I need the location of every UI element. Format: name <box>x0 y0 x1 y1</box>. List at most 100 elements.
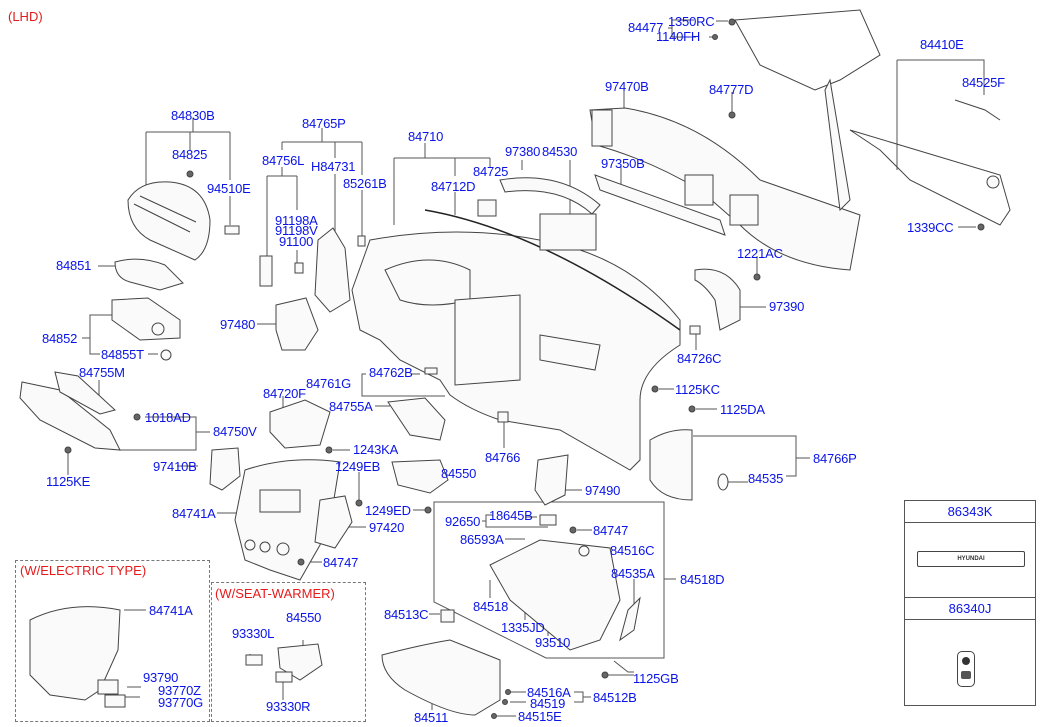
part-label-84750v[interactable]: 84750V <box>213 424 257 439</box>
variant-title-electric: (W/ELECTRIC TYPE) <box>20 563 147 578</box>
part-label-1125kc[interactable]: 1125KC <box>675 382 720 397</box>
part-label-94510e[interactable]: 94510E <box>207 181 251 196</box>
part-label-84530[interactable]: 84530 <box>542 144 578 159</box>
cluster-hood <box>127 181 211 261</box>
part-label-84756l[interactable]: 84756L <box>262 153 305 168</box>
part-label-84511[interactable]: 84511 <box>414 710 449 725</box>
part-label-85261b[interactable]: 85261B <box>343 176 387 191</box>
part-label-84720f[interactable]: 84720F <box>263 386 306 401</box>
part-label-84762b[interactable]: 84762B <box>369 365 413 380</box>
part-label-86343k[interactable]: 86343K <box>947 504 993 519</box>
drive-side-note: (LHD) <box>8 9 43 24</box>
part-label-86593a[interactable]: 86593A <box>460 532 504 547</box>
column-cover-lower <box>111 297 181 341</box>
part-label-84766[interactable]: 84766 <box>485 450 521 465</box>
part-label-84741a[interactable]: 84741A <box>172 506 216 521</box>
part-label-84761g[interactable]: 84761G <box>306 376 352 391</box>
part-label-84519[interactable]: 84519 <box>530 696 566 711</box>
badge-icon <box>957 651 975 687</box>
part-label-84550[interactable]: 84550 <box>441 466 477 481</box>
column-cover-upper <box>114 258 184 291</box>
part-label-91198a[interactable]: 91198A <box>275 213 318 228</box>
side-cover <box>649 429 693 501</box>
part-label-84755a[interactable]: 84755A <box>329 399 373 414</box>
legend-row-86343k[interactable]: 86343K <box>905 501 1035 523</box>
part-label-1249eb[interactable]: 1249EB <box>335 459 381 474</box>
part-label-93330l[interactable]: 93330L <box>232 626 275 641</box>
part-label-84518d[interactable]: 84518D <box>680 572 725 587</box>
part-label-1249ed[interactable]: 1249ED <box>365 503 411 518</box>
part-label-86340j[interactable]: 86340J <box>948 601 992 616</box>
legend-divider <box>905 597 1035 598</box>
part-label-91100[interactable]: 91100 <box>279 234 314 249</box>
part-label-93330r[interactable]: 93330R <box>266 699 311 714</box>
part-label-84513c[interactable]: 84513C <box>384 607 429 622</box>
fasteners <box>64 18 985 719</box>
part-shapes <box>19 9 1011 716</box>
part-label-1125ke[interactable]: 1125KE <box>46 474 91 489</box>
part-label-84765p[interactable]: 84765P <box>302 116 346 131</box>
part-label-84741a-electric[interactable]: 84741A <box>149 603 193 618</box>
part-label-84766p[interactable]: 84766P <box>813 451 857 466</box>
part-label-1335jd[interactable]: 1335JD <box>501 620 545 635</box>
part-label-97480[interactable]: 97480 <box>220 317 256 332</box>
part-label-84747-center[interactable]: 84747 <box>323 555 359 570</box>
hyundai-emblem-icon: HYUNDAI <box>917 551 1025 567</box>
part-label-84755m[interactable]: 84755M <box>79 365 125 380</box>
part-label-1125da[interactable]: 1125DA <box>720 402 765 417</box>
part-label-1243ka[interactable]: 1243KA <box>353 442 399 457</box>
part-label-97380[interactable]: 97380 <box>505 144 541 159</box>
part-label-1221ac[interactable]: 1221AC <box>737 246 783 261</box>
part-label-h84731[interactable]: H84731 <box>311 159 356 174</box>
part-label-1140fh[interactable]: 1140FH <box>656 29 701 44</box>
part-label-93790[interactable]: 93790 <box>143 670 179 685</box>
part-label-1125gb[interactable]: 1125GB <box>633 671 679 686</box>
part-label-97410b[interactable]: 97410B <box>153 459 197 474</box>
part-label-84477[interactable]: 84477 <box>628 20 664 35</box>
part-label-84712d[interactable]: 84712D <box>431 179 476 194</box>
part-label-97350b[interactable]: 97350B <box>601 156 645 171</box>
part-label-84550-seatwarmer[interactable]: 84550 <box>286 610 322 625</box>
part-label-93510[interactable]: 93510 <box>535 635 571 650</box>
part-label-92650[interactable]: 92650 <box>445 514 481 529</box>
part-label-93770z[interactable]: 93770Z <box>158 683 201 698</box>
part-label-84852[interactable]: 84852 <box>42 331 78 346</box>
part-label-84855t[interactable]: 84855T <box>101 347 144 362</box>
part-label-84512b[interactable]: 84512B <box>593 690 637 705</box>
part-label-84710[interactable]: 84710 <box>408 129 444 144</box>
part-label-1018ad[interactable]: 1018AD <box>145 410 191 425</box>
legend-row-86340j[interactable]: 86340J <box>905 598 1035 620</box>
part-label-97470b[interactable]: 97470B <box>605 79 649 94</box>
part-label-84535[interactable]: 84535 <box>748 471 784 486</box>
variant-title-seat-warmer: (W/SEAT-WARMER) <box>215 586 335 601</box>
part-label-1350rc[interactable]: 1350RC <box>668 14 715 29</box>
part-label-84410e[interactable]: 84410E <box>920 37 964 52</box>
part-label-97390[interactable]: 97390 <box>769 299 805 314</box>
part-label-84851[interactable]: 84851 <box>56 258 92 273</box>
part-label-84516c[interactable]: 84516C <box>610 543 655 558</box>
defroster-duct <box>589 107 861 271</box>
part-label-18645b[interactable]: 18645B <box>489 508 533 523</box>
part-label-97420[interactable]: 97420 <box>369 520 405 535</box>
part-label-84515e[interactable]: 84515E <box>518 709 562 724</box>
glove-box-housing <box>489 539 621 651</box>
part-label-91198v[interactable]: 91198V <box>275 223 318 238</box>
part-label-84830b[interactable]: 84830B <box>171 108 215 123</box>
glove-box <box>381 639 501 716</box>
part-label-84535a[interactable]: 84535A <box>611 566 655 581</box>
part-label-97490[interactable]: 97490 <box>585 483 621 498</box>
part-label-84825[interactable]: 84825 <box>172 147 208 162</box>
cowl-cross-bar <box>734 9 881 91</box>
part-label-93770g[interactable]: 93770G <box>158 695 204 710</box>
part-label-84516a[interactable]: 84516A <box>527 685 571 700</box>
part-label-1339cc[interactable]: 1339CC <box>907 220 954 235</box>
part-label-84518[interactable]: 84518 <box>473 599 509 614</box>
part-label-84777d[interactable]: 84777D <box>709 82 754 97</box>
emblem-text: HYUNDAI <box>957 556 985 562</box>
part-label-84525f[interactable]: 84525F <box>962 75 1005 90</box>
part-label-84725[interactable]: 84725 <box>473 164 509 179</box>
part-label-84726c[interactable]: 84726C <box>677 351 722 366</box>
part-label-84747-glovebox[interactable]: 84747 <box>593 523 629 538</box>
